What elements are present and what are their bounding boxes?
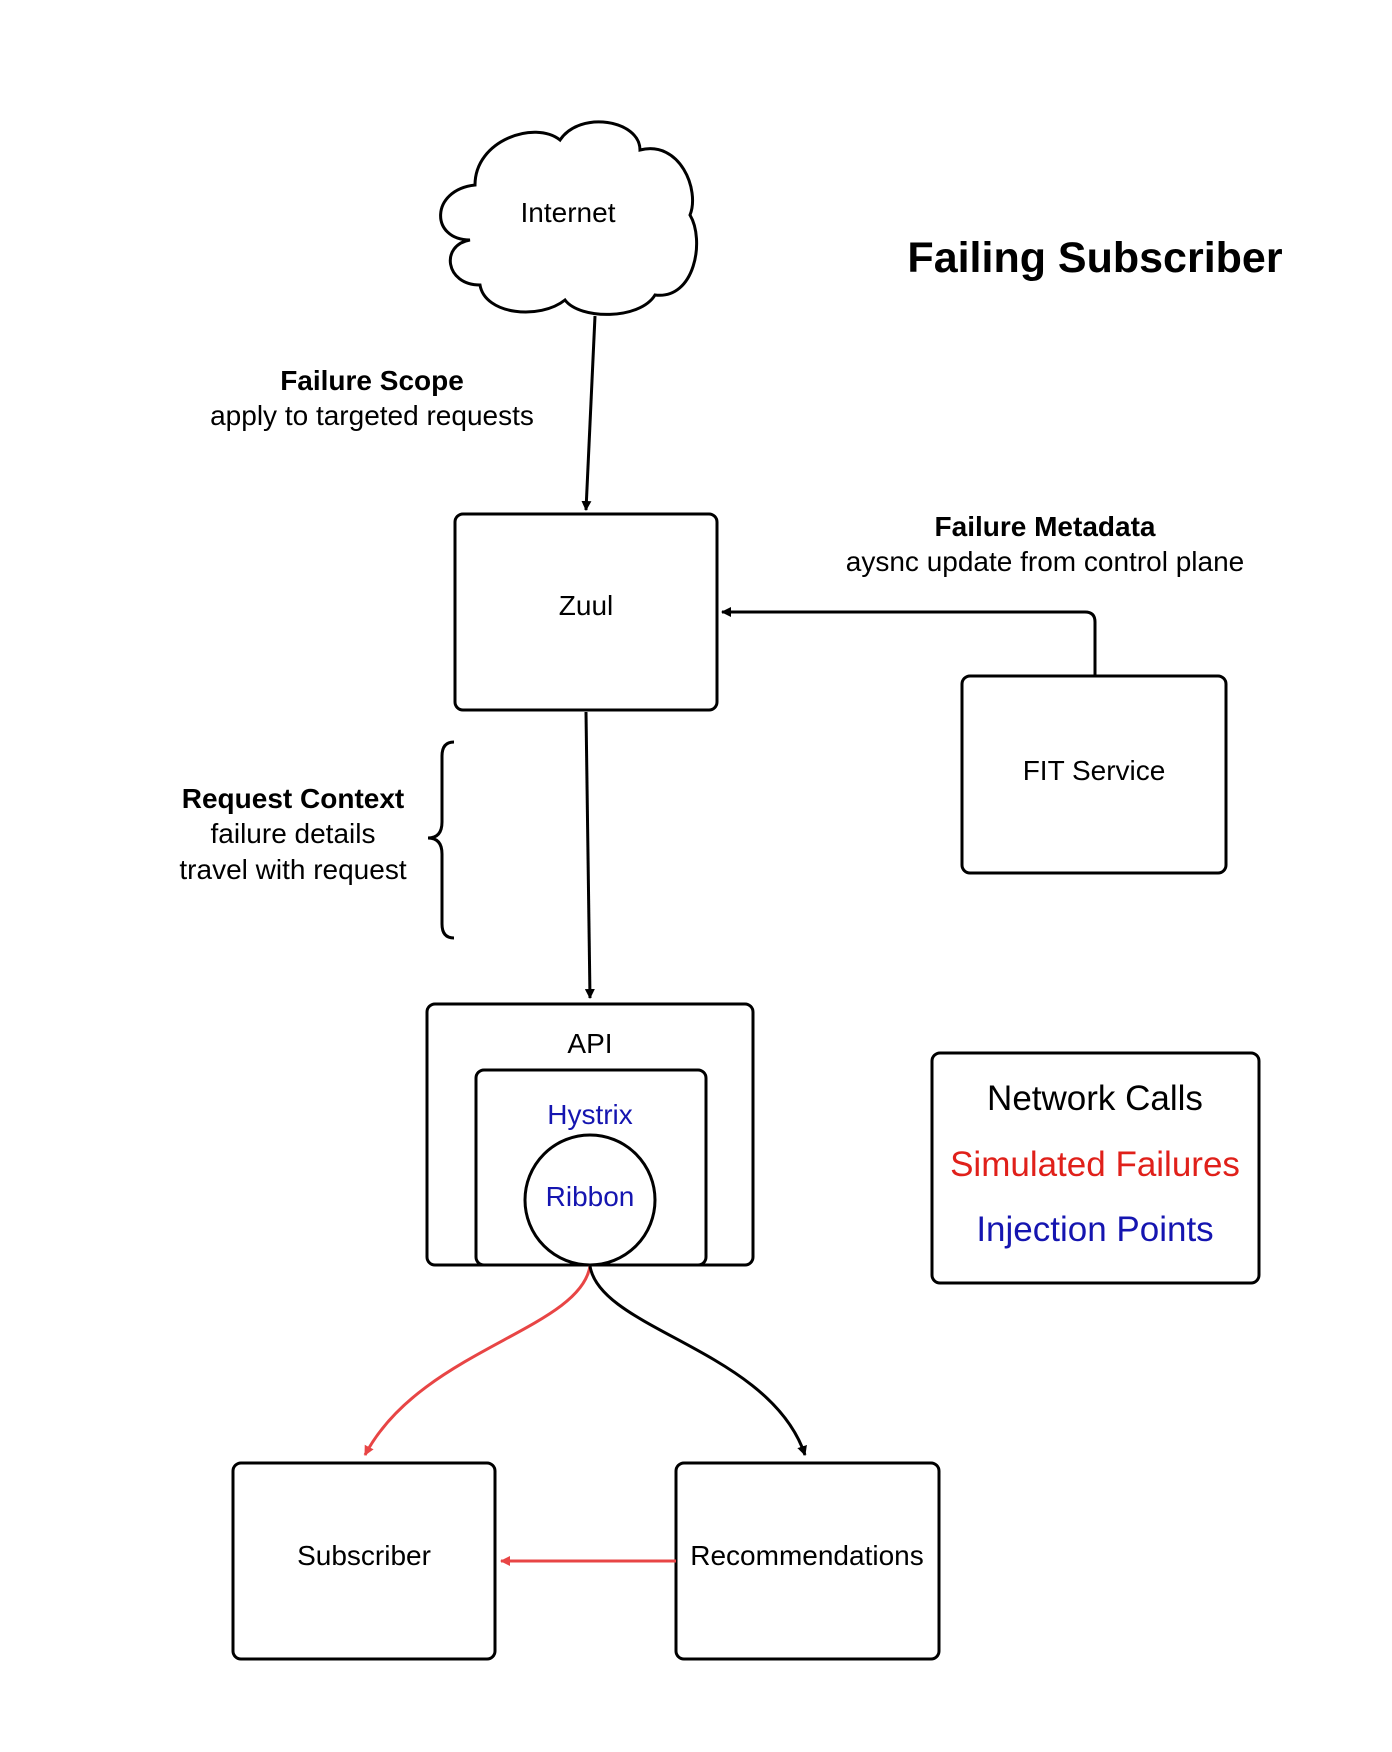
legend-injection-points: Injection Points xyxy=(976,1210,1213,1249)
internet-label: Internet xyxy=(521,197,616,228)
subscriber-label: Subscriber xyxy=(297,1540,431,1571)
edge-ribbon-recommendations xyxy=(588,1265,807,1456)
edge-fit-zuul xyxy=(721,607,1097,676)
recommendations-node: Recommendations xyxy=(674,1461,941,1661)
zuul-node: Zuul xyxy=(453,512,719,712)
failure-metadata-heading: Failure Metadata xyxy=(935,511,1156,542)
request-context-heading: Request Context xyxy=(182,783,404,814)
curly-brace-icon xyxy=(427,740,455,940)
edge-zuul-api xyxy=(584,711,595,999)
api-label: API xyxy=(567,1028,612,1059)
hystrix-label: Hystrix xyxy=(547,1099,633,1130)
recommendations-label: Recommendations xyxy=(690,1540,923,1571)
fit-service-node: FIT Service xyxy=(960,674,1228,875)
cloud-icon xyxy=(439,120,698,316)
request-context-line1: failure details xyxy=(211,818,376,849)
failure-metadata-text: aysnc update from control plane xyxy=(846,546,1244,577)
failure-scope-text: apply to targeted requests xyxy=(210,400,534,431)
internet-node: Internet xyxy=(439,120,698,316)
ribbon-node: Ribbon xyxy=(523,1133,657,1267)
legend-network-calls: Network Calls xyxy=(987,1079,1203,1118)
ribbon-label: Ribbon xyxy=(546,1181,635,1212)
edge-ribbon-subscriber xyxy=(363,1265,592,1456)
subscriber-node: Subscriber xyxy=(231,1461,497,1661)
edge-internet-zuul xyxy=(581,315,597,511)
legend: Network Calls Simulated Failures Injecti… xyxy=(930,1051,1261,1285)
fit-service-label: FIT Service xyxy=(1023,755,1166,786)
request-context-line2: travel with request xyxy=(179,854,406,885)
failure-scope-heading: Failure Scope xyxy=(280,365,464,396)
diagram-title: Failing Subscriber xyxy=(907,234,1282,282)
legend-simulated-failures: Simulated Failures xyxy=(950,1145,1240,1184)
zuul-label: Zuul xyxy=(559,590,613,621)
